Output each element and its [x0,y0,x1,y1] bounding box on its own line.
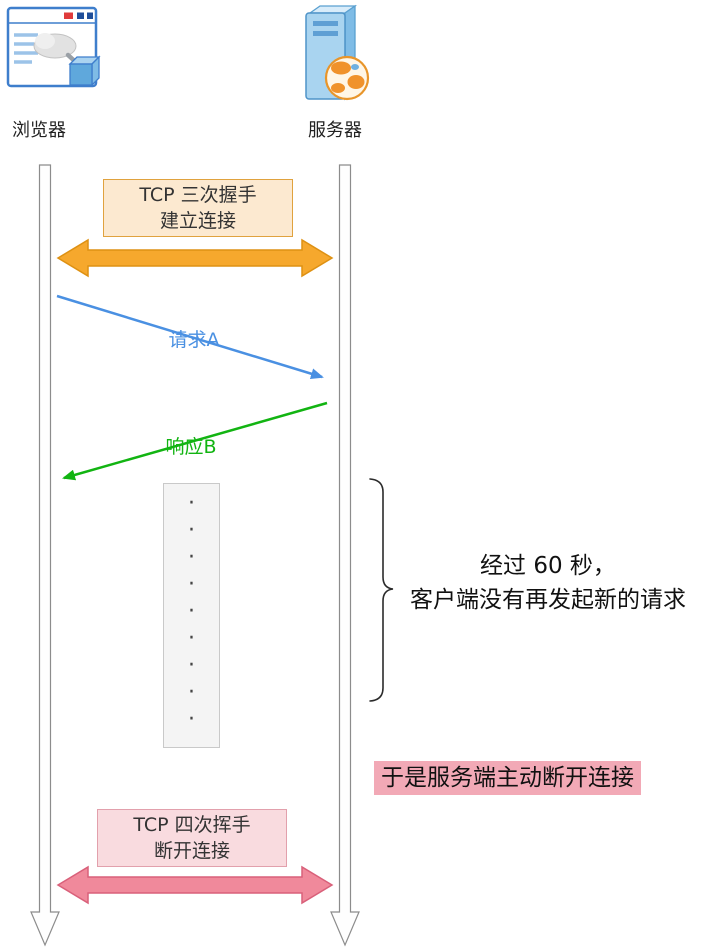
timeout-note-line1: 经过 60 秒， [480,553,616,579]
handshake-note-line2: 建立连接 [159,210,236,232]
server-label: 服务器 [308,120,362,141]
teardown-note-box: TCP 四次挥手 断开连接 [97,809,287,867]
disconnect-note: 于是服务端主动断开连接 [374,761,641,795]
timeout-note-line2: 客户端没有再发起新的请求 [410,587,686,613]
teardown-note-line2: 断开连接 [153,840,230,862]
globe-icon [324,55,370,101]
browser-icon [6,6,101,88]
browser-label: 浏览器 [12,120,66,141]
handshake-note-box: TCP 三次握手 建立连接 [103,179,293,237]
server-slot [313,21,338,26]
handshake-double-arrow [56,238,334,278]
teardown-double-arrow [56,865,334,905]
browser-titlebar-button [87,12,93,19]
server-icon [305,4,370,101]
teardown-note-line1: TCP 四次挥手 [133,814,251,836]
cube-shape [68,55,101,87]
browser-lifeline [30,164,60,947]
response-arrow [62,401,328,481]
request-arrow [56,294,324,380]
request-arrow-label: 请求A [168,329,220,351]
timeout-brace [369,478,394,702]
handshake-note-line1: TCP 三次握手 [139,184,257,206]
response-arrow-label: 响应B [165,436,217,458]
browser-titlebar-button [77,12,84,19]
idle-dots-box: · · · · · · · · · [163,483,220,748]
timeout-note: 经过 60 秒， 客户端没有再发起新的请求 [392,549,704,617]
browser-titlebar-red-button [64,12,73,19]
server-slot [313,31,338,36]
server-lifeline [330,164,360,947]
